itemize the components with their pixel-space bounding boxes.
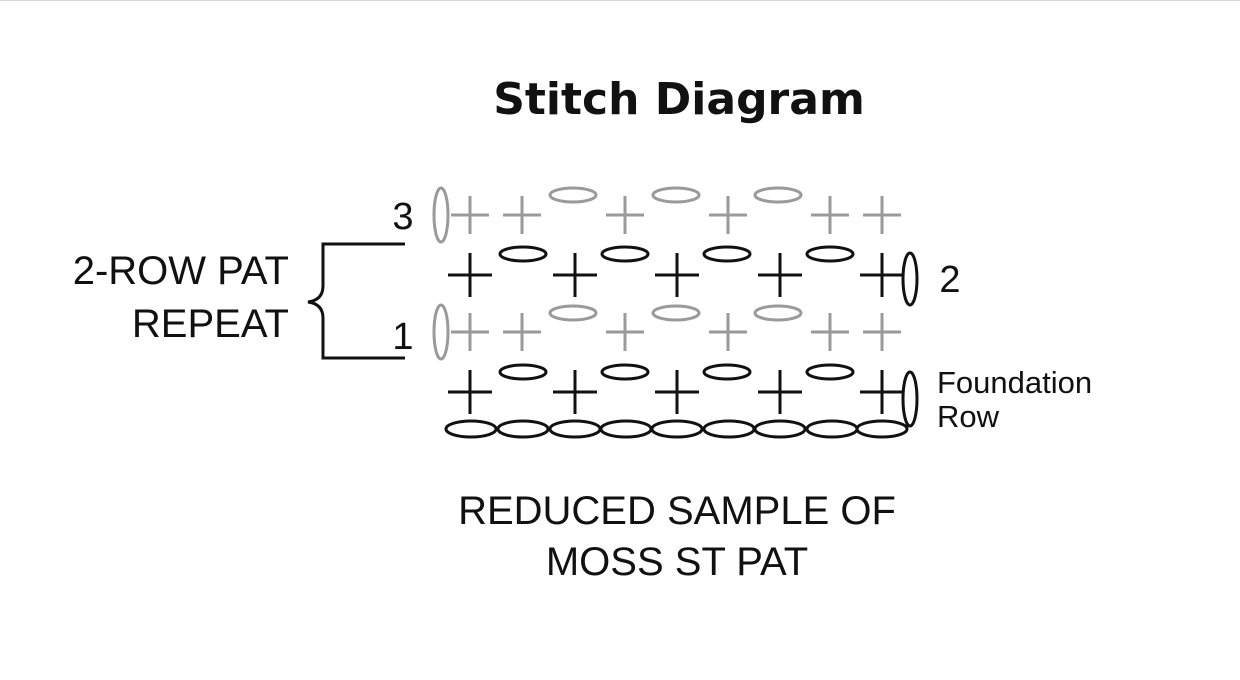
repeat-label-line2: REPEAT <box>132 302 289 346</box>
single-crochet-row2 <box>655 253 699 297</box>
chain-row2 <box>498 245 548 263</box>
foundation-chain <box>753 419 807 439</box>
single-crochet-row3 <box>606 196 644 234</box>
single-crochet-row2 <box>758 253 802 297</box>
single-crochet-row0 <box>553 370 597 414</box>
single-crochet-row3 <box>811 196 849 234</box>
chain-row1 <box>651 304 701 322</box>
foundation-label-line2: Row <box>937 399 1000 434</box>
foundation-chain <box>855 419 909 439</box>
single-crochet-row1 <box>503 313 541 351</box>
turning-chain-row3 <box>432 186 450 244</box>
stitch-grid <box>432 186 919 439</box>
chain-row3 <box>651 186 701 204</box>
foundation-chain <box>599 419 653 439</box>
foundation-chain <box>702 419 756 439</box>
chain-row2 <box>600 245 650 263</box>
single-crochet-row3 <box>863 196 901 234</box>
top-divider <box>0 0 1240 1</box>
foundation-chain <box>496 419 550 439</box>
repeat-bracket <box>307 242 405 360</box>
single-crochet-row0 <box>448 370 492 414</box>
turning-chain-row1 <box>432 303 450 361</box>
single-crochet-row2 <box>553 253 597 297</box>
single-crochet-row2 <box>448 253 492 297</box>
caption-line2: MOSS ST PAT <box>546 540 808 584</box>
chain-row0 <box>805 363 855 381</box>
single-crochet-row3 <box>709 196 747 234</box>
single-crochet-row2 <box>860 253 904 297</box>
row-label-2: 2 <box>939 259 960 301</box>
repeat-label-line1: 2-ROW PAT <box>73 249 289 293</box>
chain-row2 <box>702 245 752 263</box>
foundation-label-line1: Foundation <box>937 365 1092 400</box>
foundation-chain <box>444 419 498 439</box>
chain-row1 <box>753 304 803 322</box>
row-label-3: 3 <box>392 196 413 238</box>
chain-row0 <box>600 363 650 381</box>
single-crochet-row0 <box>655 370 699 414</box>
single-crochet-row3 <box>451 196 489 234</box>
single-crochet-row3 <box>503 196 541 234</box>
chain-row2 <box>805 245 855 263</box>
chain-row0 <box>498 363 548 381</box>
foundation-chain <box>805 419 859 439</box>
single-crochet-row0 <box>860 370 904 414</box>
single-crochet-row1 <box>863 313 901 351</box>
chain-row3 <box>548 186 598 204</box>
chain-row0 <box>702 363 752 381</box>
caption-line1: REDUCED SAMPLE OF <box>458 489 896 533</box>
turning-chain-foundation <box>901 370 919 428</box>
foundation-chain <box>548 419 602 439</box>
single-crochet-row1 <box>451 313 489 351</box>
single-crochet-row0 <box>758 370 802 414</box>
turning-chain-row2 <box>901 251 919 307</box>
chain-row3 <box>753 186 803 204</box>
foundation-chain <box>650 419 704 439</box>
single-crochet-row1 <box>811 313 849 351</box>
single-crochet-row1 <box>709 313 747 351</box>
chain-row1 <box>548 304 598 322</box>
row-label-1: 1 <box>392 316 413 358</box>
single-crochet-row1 <box>606 313 644 351</box>
diagram-title: Stitch Diagram <box>493 74 865 125</box>
